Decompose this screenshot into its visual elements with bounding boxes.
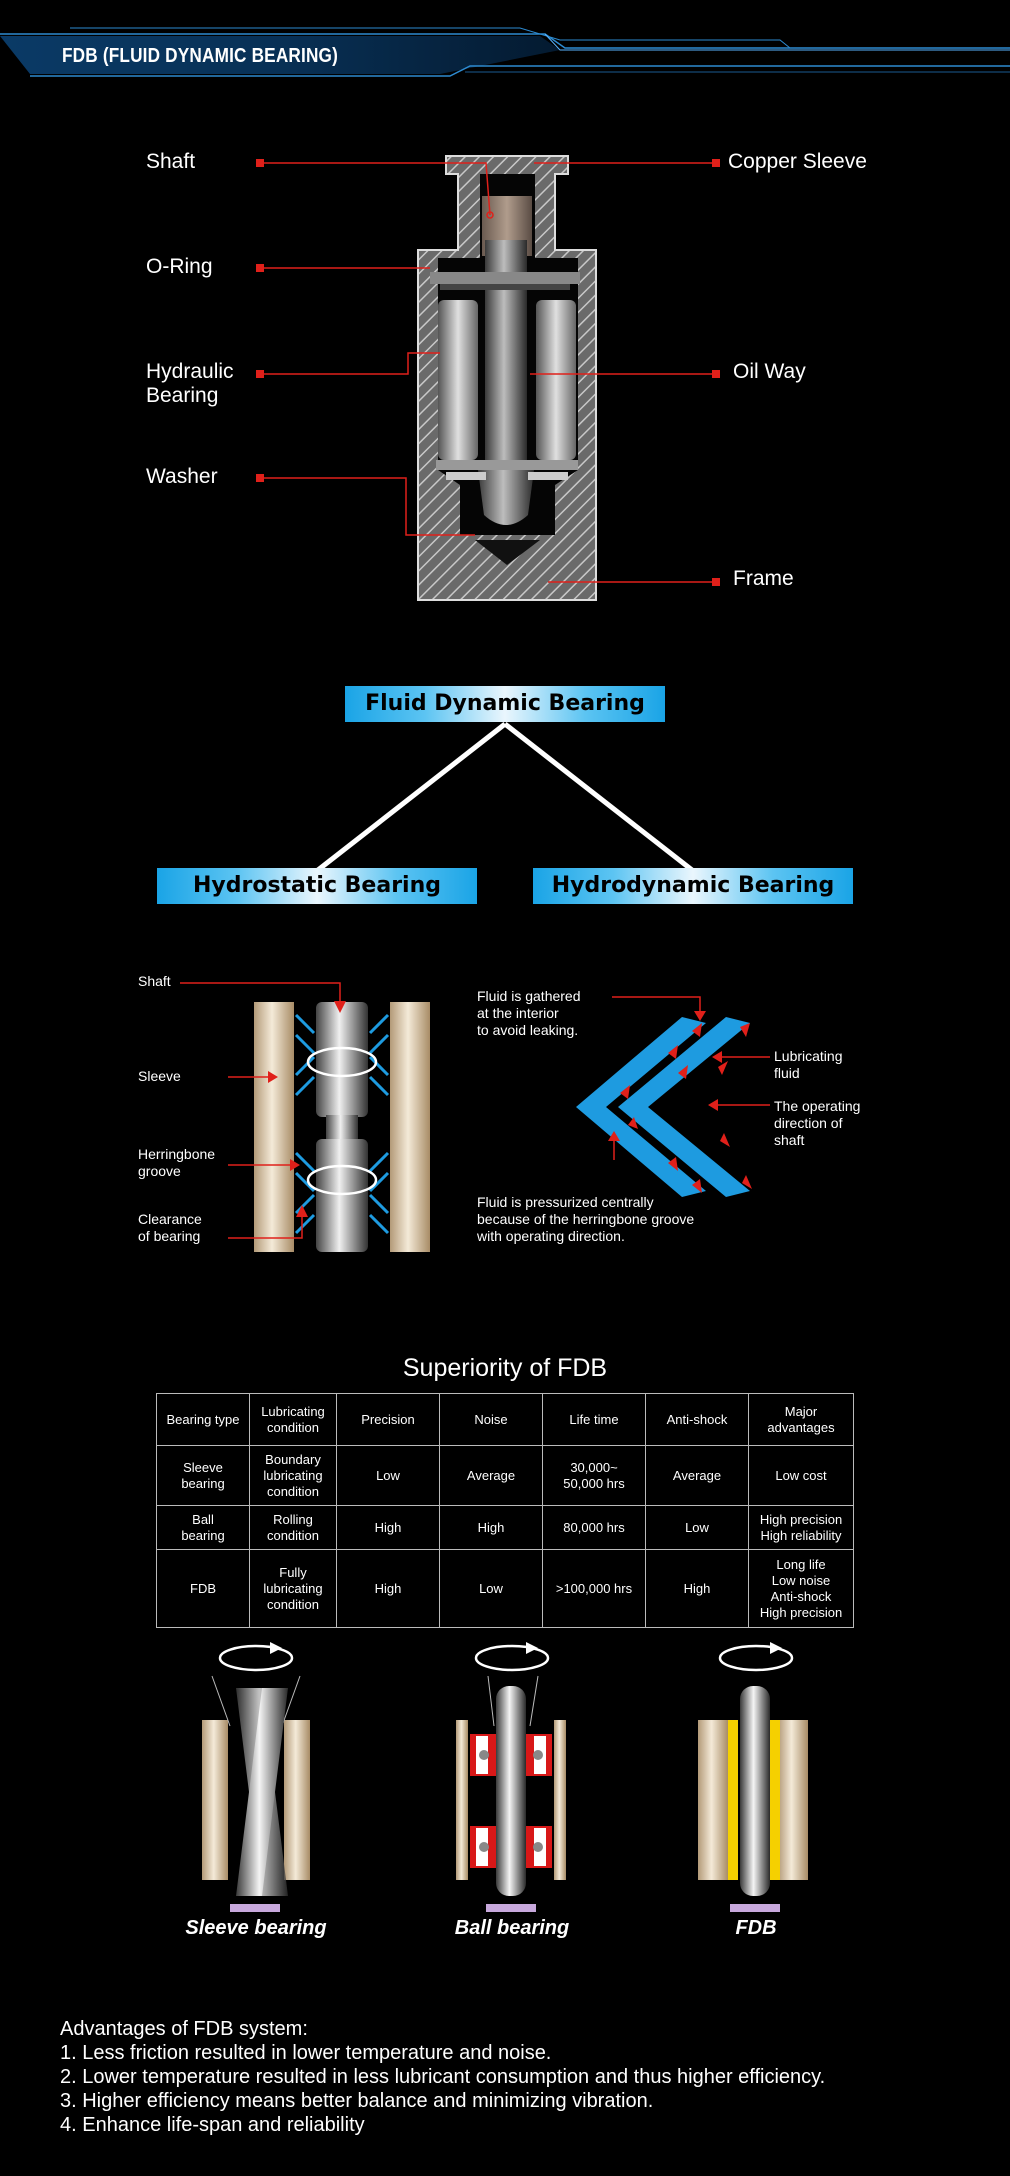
table-cell: Average [439, 1445, 543, 1506]
caption-ball-bearing: Ball bearing [454, 1917, 570, 1939]
label-oil-way: Oil Way [733, 360, 806, 383]
table-cell: High [439, 1505, 543, 1550]
table-cell: High [336, 1549, 440, 1628]
table-header-cell: Bearing type [156, 1393, 250, 1446]
list-item: 3. Higher efficiency means better balanc… [60, 2090, 654, 2112]
table-header-cell: Precision [336, 1393, 440, 1446]
box-fluid-dynamic-bearing: Fluid Dynamic Bearing [345, 686, 665, 722]
hierarchy-lines [316, 722, 694, 870]
label-washer: Washer [146, 465, 218, 488]
page-title: FDB (FLUID DYNAMIC BEARING) [62, 45, 339, 67]
table-header-cell: Noise [439, 1393, 543, 1446]
list-item: 2. Lower temperature resulted in less lu… [60, 2066, 826, 2088]
label-copper-sleeve: Copper Sleeve [728, 150, 867, 173]
box-hydrostatic-bearing: Hydrostatic Bearing [157, 868, 477, 904]
left-sleeve [254, 1002, 294, 1252]
box-hydrodynamic-bearing: Hydrodynamic Bearing [533, 868, 853, 904]
table-cell: 80,000 hrs [542, 1505, 646, 1550]
table-cell: High [336, 1505, 440, 1550]
table-cell: Average [645, 1445, 749, 1506]
label-shaft: Shaft [146, 150, 196, 173]
superiority-title: Superiority of FDB [402, 1354, 608, 1382]
caption-sleeve-bearing: Sleeve bearing [185, 1917, 327, 1939]
table-cell: 30,000~50,000 hrs [542, 1445, 646, 1506]
label-o-ring: O-Ring [146, 255, 213, 278]
fdb-illustration [698, 1686, 808, 1912]
table-cell: FDB [156, 1549, 250, 1628]
table-cell: Low [336, 1445, 440, 1506]
table-cell: >100,000 hrs [542, 1549, 646, 1628]
table-cell: Low cost [748, 1445, 854, 1506]
list-item: 4. Enhance life-span and reliability [60, 2114, 365, 2136]
table-cell: Low [645, 1505, 749, 1550]
herringbone-diagram [180, 982, 770, 1252]
ball-bearing-illustration [456, 1675, 566, 1912]
right-sleeve [390, 1002, 430, 1252]
hb-label-sleeve: Sleeve [138, 1068, 181, 1084]
table-header-cell: Anti-shock [645, 1393, 749, 1446]
fdb-cross-section [256, 155, 720, 601]
advantages-title: Advantages of FDB system: [60, 2018, 308, 2040]
advantages-list: Advantages of FDB system: 1. Less fricti… [60, 2017, 825, 2137]
header-banner [0, 27, 1010, 77]
table-cell: Low [439, 1549, 543, 1628]
list-item: 1. Less friction resulted in lower tempe… [60, 2042, 552, 2064]
table-cell: High [645, 1549, 749, 1628]
bearing-comparison [202, 1642, 808, 1912]
sleeve-bearing-illustration [202, 1675, 310, 1912]
caption-fdb: FDB [735, 1917, 777, 1939]
label-frame: Frame [733, 567, 794, 590]
table-header-cell: Life time [542, 1393, 646, 1446]
hb-label-shaft: Shaft [138, 973, 171, 989]
